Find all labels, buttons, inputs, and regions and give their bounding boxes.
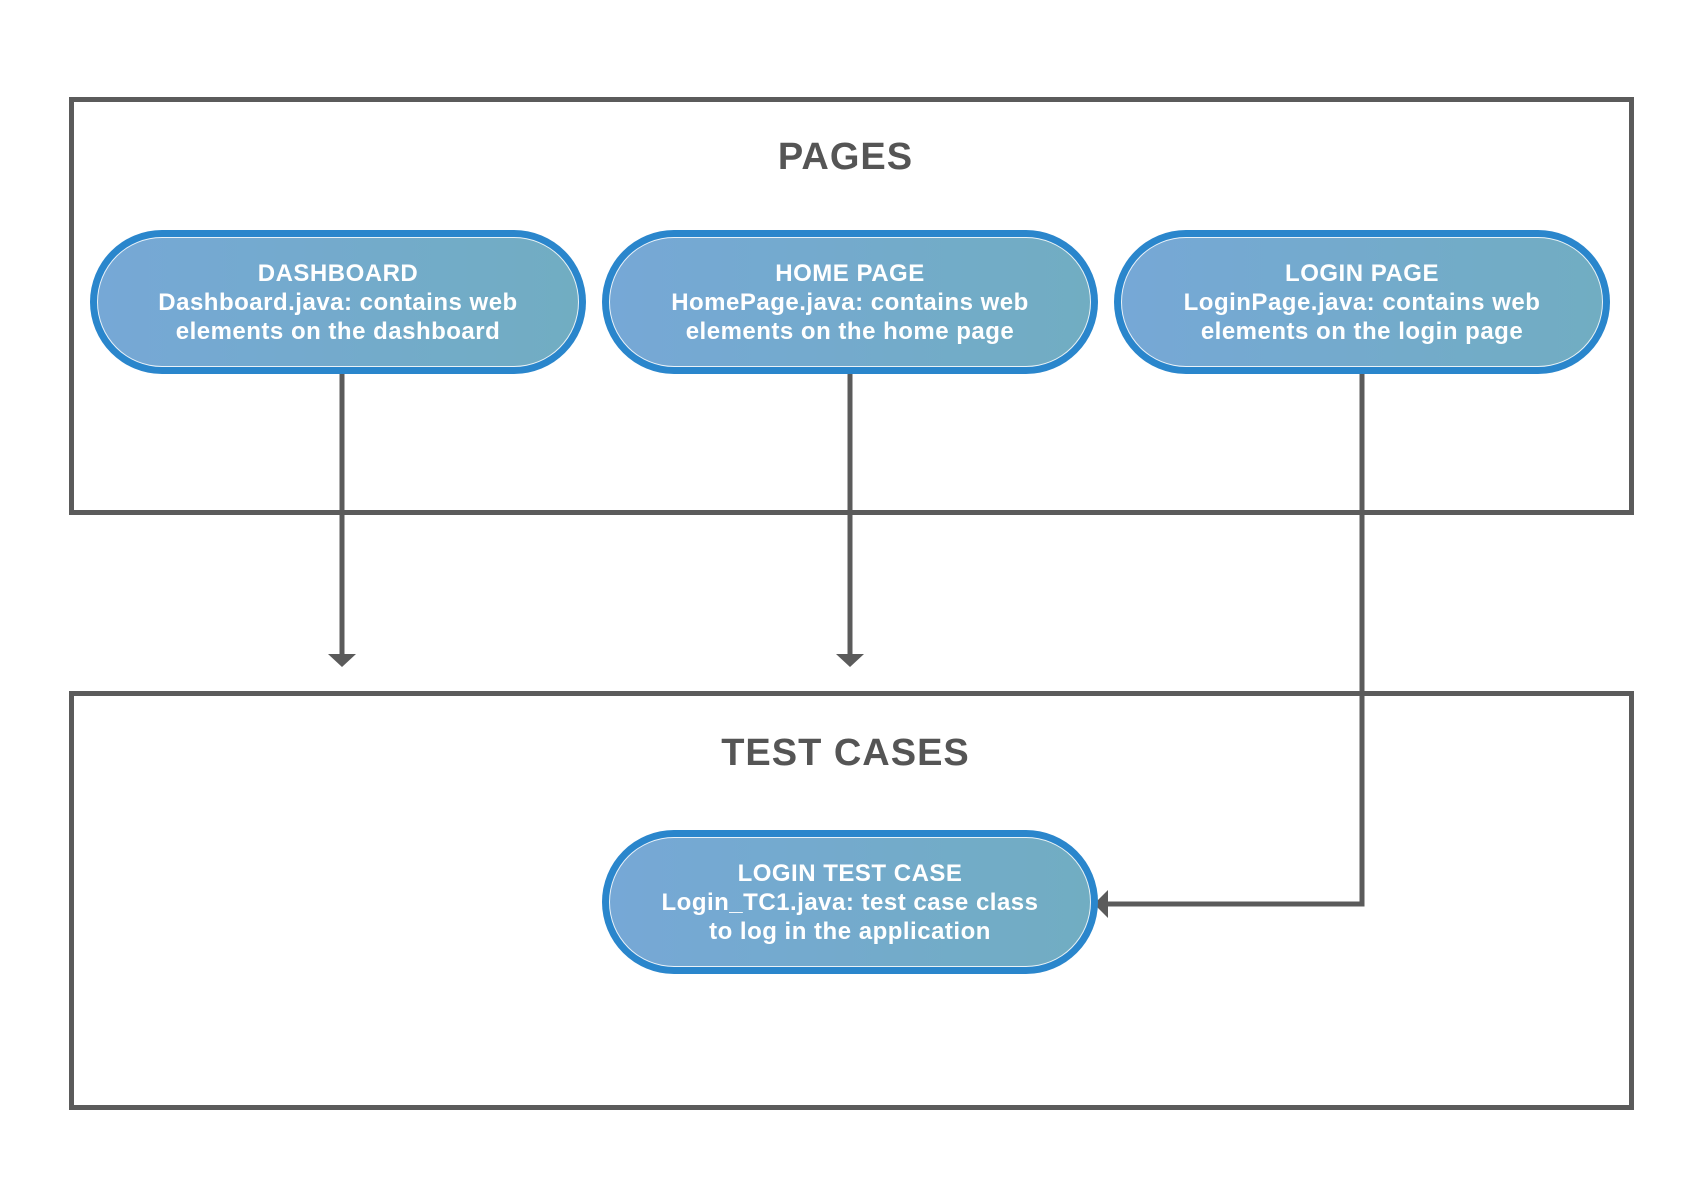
test-cases-section <box>69 691 1634 1110</box>
login-test-case-node-line2: to log in the application <box>709 917 991 945</box>
login-test-case-node-body: LOGIN TEST CASE Login_TC1.java: test cas… <box>609 837 1091 967</box>
home-page-node-body: HOME PAGE HomePage.java: contains web el… <box>609 237 1091 367</box>
home-page-node-line1: HomePage.java: contains web <box>671 288 1029 316</box>
login-test-case-node-line1: Login_TC1.java: test case class <box>661 888 1039 916</box>
home-page-node-line2: elements on the home page <box>685 317 1015 345</box>
login-test-case-node-title: LOGIN TEST CASE <box>737 859 963 887</box>
login-page-node-line1: LoginPage.java: contains web <box>1183 288 1541 316</box>
login-test-case-node: LOGIN TEST CASE Login_TC1.java: test cas… <box>602 830 1098 974</box>
login-page-node: LOGIN PAGE LoginPage.java: contains web … <box>1114 230 1610 374</box>
dashboard-node-line1: Dashboard.java: contains web <box>158 288 518 316</box>
home-page-node-title: HOME PAGE <box>775 259 925 287</box>
dashboard-node: DASHBOARD Dashboard.java: contains web e… <box>90 230 586 374</box>
test-cases-section-title: TEST CASES <box>721 732 970 774</box>
login-page-node-title: LOGIN PAGE <box>1285 259 1439 287</box>
login-page-node-body: LOGIN PAGE LoginPage.java: contains web … <box>1121 237 1603 367</box>
dashboard-node-line2: elements on the dashboard <box>175 317 501 345</box>
arrowhead-dashboard <box>328 654 356 667</box>
dashboard-node-body: DASHBOARD Dashboard.java: contains web e… <box>97 237 579 367</box>
dashboard-node-title: DASHBOARD <box>257 259 419 287</box>
pages-section-title: PAGES <box>777 136 914 178</box>
home-page-node: HOME PAGE HomePage.java: contains web el… <box>602 230 1098 374</box>
arrowhead-home-page <box>836 654 864 667</box>
login-page-node-line2: elements on the login page <box>1200 317 1524 345</box>
